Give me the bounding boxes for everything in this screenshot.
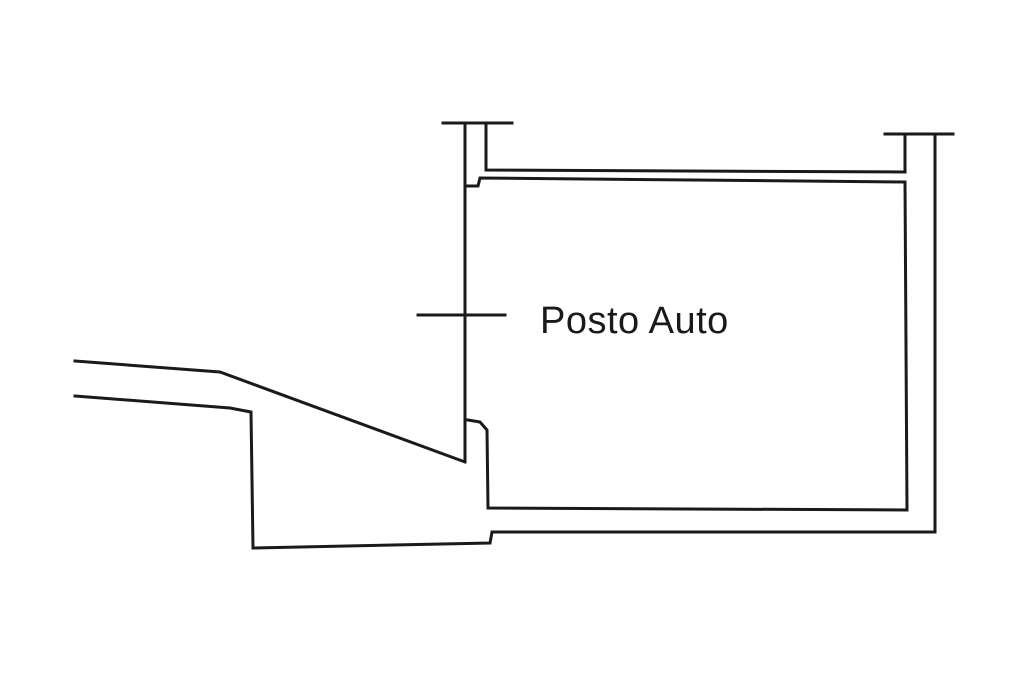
room-inner-wall — [463, 121, 909, 512]
top-wall-outer — [484, 121, 907, 174]
room-label: Posto Auto — [540, 300, 729, 342]
right-outer-wall — [73, 132, 937, 550]
access-ramp — [73, 359, 467, 464]
